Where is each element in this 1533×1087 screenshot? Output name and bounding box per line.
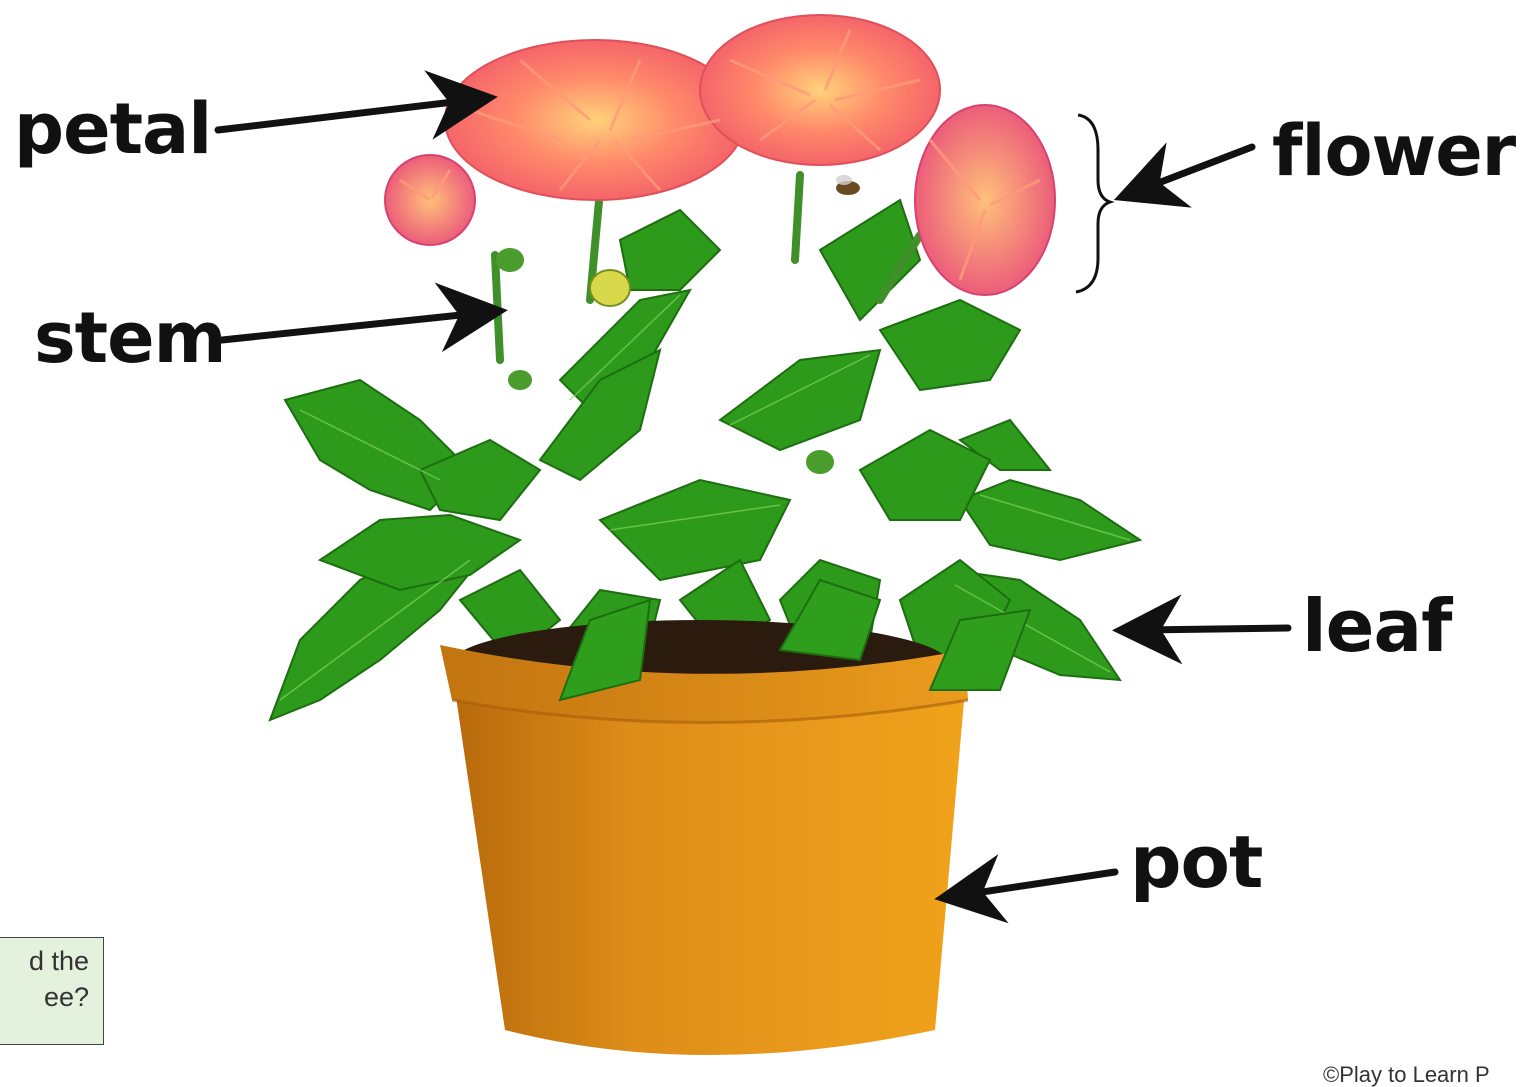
label-pot: pot: [1130, 826, 1262, 898]
label-stem: stem: [34, 303, 226, 373]
bud: [496, 248, 524, 272]
pot-body: [455, 690, 965, 1055]
flower-brace: [1076, 115, 1110, 292]
question-box: d the ee?: [0, 937, 104, 1045]
arrow-pot: [962, 872, 1115, 895]
leaf-shape: [600, 480, 790, 580]
question-line-2: ee?: [0, 980, 103, 1016]
label-flower: flower: [1272, 116, 1515, 186]
bud: [508, 370, 532, 390]
question-line-1: d the: [0, 944, 103, 980]
leaf-shape: [620, 210, 720, 290]
copyright-credit: ©Play to Learn P: [1323, 1064, 1490, 1086]
leaf-shape: [960, 480, 1140, 560]
leaf-shape: [880, 300, 1020, 390]
bee: [836, 175, 860, 195]
leaf-shape: [320, 515, 520, 590]
bud: [806, 450, 834, 474]
arrow-stem: [222, 313, 480, 340]
arrow-flower: [1140, 147, 1252, 190]
flower-head: [445, 40, 745, 200]
label-petal: petal: [14, 94, 211, 164]
bud: [590, 270, 630, 306]
flower-head: [915, 105, 1055, 295]
flower-heads: [385, 15, 1055, 295]
flower-pot: [440, 620, 968, 1055]
flower-head: [700, 15, 940, 165]
label-leaf: leaf: [1302, 590, 1451, 662]
leaf-shape: [720, 350, 880, 450]
arrow-leaf: [1140, 628, 1288, 630]
arrow-petal: [218, 100, 470, 130]
